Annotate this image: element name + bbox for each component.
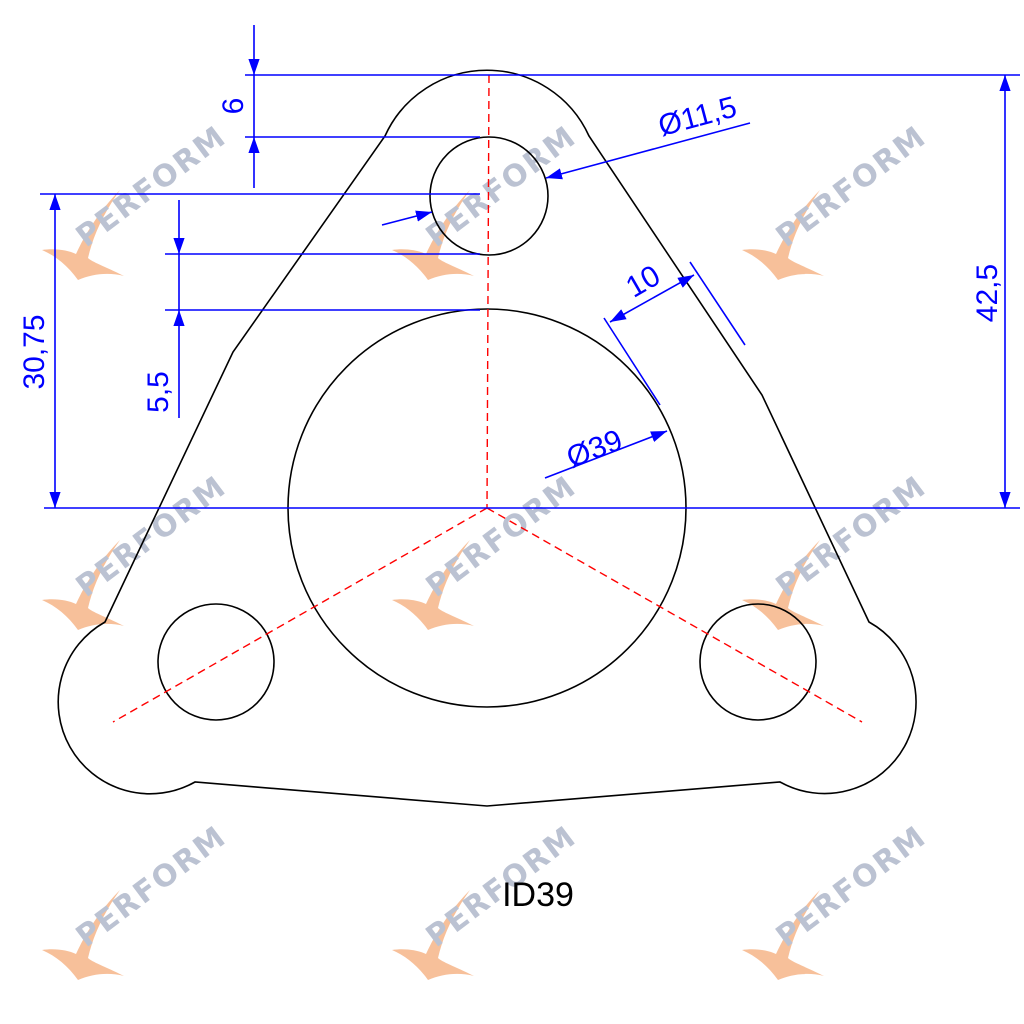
dimension-10-label: 10: [621, 259, 666, 304]
gasket-outline: [57, 69, 917, 807]
dimension-42-5-label: 42,5: [971, 264, 1004, 322]
right-bolt-hole: [699, 603, 817, 721]
left-bolt-hole: [157, 603, 275, 721]
top-bolt-hole: [429, 136, 549, 256]
dimension-39-label: Ø39: [562, 424, 627, 475]
dimension-lines: [40, 25, 1020, 509]
dimension-6-label: 6: [217, 98, 250, 115]
center-lines: [112, 74, 863, 723]
dimension-30-75-label: 30,75: [18, 314, 51, 389]
dimension-11-5-label: Ø11,5: [655, 91, 740, 143]
part-id-label: ID39: [502, 876, 574, 914]
dimension-5-5-label: 5,5: [142, 371, 175, 413]
